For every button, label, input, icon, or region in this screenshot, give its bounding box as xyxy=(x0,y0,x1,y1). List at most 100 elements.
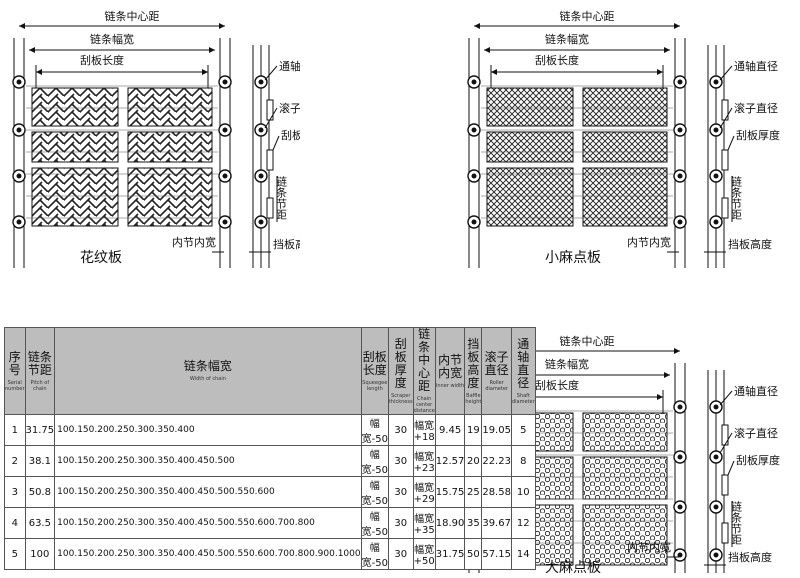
roller-hub-icon xyxy=(16,173,22,179)
cell-baffle-height: 35 xyxy=(464,507,483,539)
arrow-right-icon xyxy=(674,23,680,29)
cell-shaft-diameter: 14 xyxy=(510,538,536,570)
arrow-right-icon xyxy=(674,348,680,354)
side-plate-stub xyxy=(721,197,729,219)
side-roller-hub-icon xyxy=(258,219,264,225)
cell-squeegee-length: 幅宽-50 xyxy=(360,445,389,477)
diagram-caption: 小麻点板 xyxy=(545,250,601,266)
side-roller-hub-icon xyxy=(713,173,719,179)
roller-hub-icon xyxy=(677,454,683,460)
cell-roller-diameter: 39.67 xyxy=(481,507,512,539)
cell-width: 100.150.200.250.300.350.400 xyxy=(54,414,362,446)
roller-hub-icon xyxy=(222,127,228,133)
cell-thickness: 30 xyxy=(387,476,414,508)
leader-line xyxy=(727,460,735,476)
callout-chain-pitch: 链条节距 xyxy=(730,175,743,220)
cell-center-distance: 幅宽+23 xyxy=(412,445,436,477)
table-row: 5 100 100.150.200.250.300.350.400.450.50… xyxy=(4,538,536,570)
side-roller-hub-icon xyxy=(258,173,264,179)
diagram-svg: 链条中心距链条幅宽刮板长度内节内宽花纹板通轴直径滚子直径刮板厚度链条节距挡板高度 xyxy=(12,9,300,268)
cell-thickness: 30 xyxy=(387,507,414,539)
side-roller-hub-icon xyxy=(713,454,719,460)
cell-serial: 3 xyxy=(4,476,26,508)
scraper-plate xyxy=(582,456,668,500)
table-row: 3 50.8 100.150.200.250.300.350.400.450.5… xyxy=(4,476,536,508)
callout-baffle-height: 挡板高度 xyxy=(728,550,772,564)
cell-shaft-diameter: 10 xyxy=(510,476,536,508)
arrow-left-icon xyxy=(474,23,480,29)
cell-squeegee-length: 幅宽-50 xyxy=(360,414,389,446)
side-roller-hub-icon xyxy=(258,79,264,85)
dimension-label-chain-width: 链条幅宽 xyxy=(90,32,134,46)
leader-line xyxy=(719,107,733,129)
cell-width: 100.150.200.250.300.350.400.450.500.550.… xyxy=(54,507,362,539)
scraper-plate xyxy=(127,87,213,127)
cell-roller-diameter: 57.15 xyxy=(481,538,512,570)
arrow-left-icon xyxy=(491,69,497,75)
callout-roller-diameter: 滚子直径 xyxy=(734,426,778,440)
dimension-label-center-distance: 链条中心距 xyxy=(105,9,160,23)
dimension-label-chain-width: 链条幅宽 xyxy=(545,357,589,371)
cell-roller-diameter: 22.23 xyxy=(481,445,512,477)
arrow-right-icon xyxy=(202,69,208,75)
scraper-plate xyxy=(31,87,119,127)
cell-baffle-height: 19 xyxy=(464,414,483,446)
diagram-caption: 花纹板 xyxy=(80,250,122,266)
table-row: 4 63.5 100.150.200.250.300.350.400.450.5… xyxy=(4,507,536,539)
scraper-plate xyxy=(486,131,574,163)
roller-hub-icon xyxy=(222,219,228,225)
roller-hub-icon xyxy=(16,79,22,85)
arrow-right-icon xyxy=(664,372,670,378)
roller-hub-icon xyxy=(471,127,477,133)
leader-line xyxy=(719,390,733,406)
arrow-right-icon xyxy=(219,23,225,29)
dimension-label-scraper-length: 刮板长度 xyxy=(80,53,124,67)
cell-serial: 5 xyxy=(4,538,26,570)
callout-scraper-thickness: 刮板厚度 xyxy=(736,128,780,142)
cell-width: 100.150.200.250.300.350.400.450.500 xyxy=(54,445,362,477)
scraper-plate xyxy=(582,131,668,163)
scraper-plate xyxy=(31,131,119,163)
cell-inner-width: 12.57 xyxy=(434,445,466,477)
cell-squeegee-length: 幅宽-50 xyxy=(360,476,389,508)
roller-hub-icon xyxy=(677,173,683,179)
dimension-label-scraper-length: 刮板长度 xyxy=(535,53,579,67)
leader-line xyxy=(272,135,280,151)
arrow-left-icon xyxy=(19,23,25,29)
scraper-plate xyxy=(582,412,668,452)
scraper-plate xyxy=(31,167,119,227)
roller-hub-icon xyxy=(16,219,22,225)
diagram-small-dot-plate: 链条中心距链条幅宽刮板长度内节内宽小麻点板通轴直径滚子直径刮板厚度链条节距挡板高… xyxy=(455,0,800,270)
roller-hub-icon xyxy=(222,173,228,179)
dimension-label-inner-width: 内节内宽 xyxy=(627,540,671,554)
callout-scraper-thickness: 刮板厚度 xyxy=(736,453,780,467)
side-roller-hub-icon xyxy=(713,219,719,225)
cell-pitch: 50.8 xyxy=(24,476,56,508)
leader-line xyxy=(719,432,733,454)
leader-line xyxy=(727,135,735,151)
callout-baffle-height: 挡板高度 xyxy=(728,237,772,251)
scraper-plate xyxy=(486,87,574,127)
cell-roller-diameter: 19.05 xyxy=(481,414,512,446)
diagram-herringbone-plate: 链条中心距链条幅宽刮板长度内节内宽花纹板通轴直径滚子直径刮板厚度链条节距挡板高度 xyxy=(0,0,300,270)
cell-pitch: 100 xyxy=(24,538,56,570)
dimension-label-chain-width: 链条幅宽 xyxy=(545,32,589,46)
callout-chain-pitch: 链条节距 xyxy=(275,175,288,220)
diagram-caption: 大麻点板 xyxy=(545,560,601,576)
dimension-label-center-distance: 链条中心距 xyxy=(560,9,615,23)
cell-baffle-height: 20 xyxy=(464,445,483,477)
scraper-plate xyxy=(127,131,213,163)
cell-roller-diameter: 28.58 xyxy=(481,476,512,508)
roller-hub-icon xyxy=(677,404,683,410)
side-plate-stub xyxy=(266,149,274,171)
cell-squeegee-length: 幅宽-50 xyxy=(360,538,389,570)
leader-line xyxy=(719,65,733,81)
cell-center-distance: 幅宽+18 xyxy=(412,414,436,446)
